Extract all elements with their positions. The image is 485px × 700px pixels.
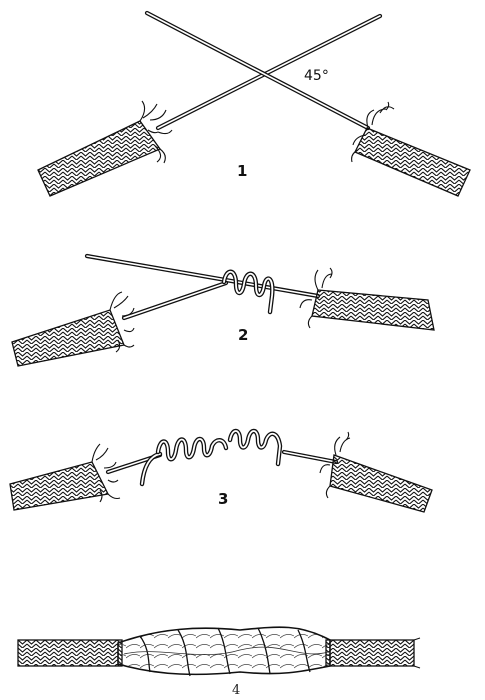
figure-step-4: 4 [18, 627, 420, 698]
wire-right [147, 13, 368, 128]
right-cable [352, 102, 470, 196]
step-label-4: 4 [232, 683, 240, 698]
splice-coil [224, 272, 272, 312]
taped-splice [118, 627, 330, 676]
step-label-3: 3 [218, 490, 228, 508]
wire-left [124, 283, 226, 318]
wire-left [158, 16, 380, 128]
splice-coil [158, 431, 280, 464]
step-label-2: 2 [238, 326, 248, 344]
left-cable [12, 292, 134, 366]
step-label-1: 1 [237, 162, 247, 180]
figure-step-3: 3 [10, 431, 432, 512]
wire-right [284, 452, 336, 462]
figure-step-1: 45° 1 [38, 13, 470, 196]
figure-step-2: 2 [12, 256, 434, 366]
angle-annotation: 45° [304, 68, 329, 84]
right-cable [320, 432, 432, 512]
right-cable [326, 638, 420, 668]
left-cable [38, 101, 172, 196]
left-cable [10, 444, 120, 510]
right-cable [300, 268, 434, 330]
left-cable [18, 640, 122, 666]
